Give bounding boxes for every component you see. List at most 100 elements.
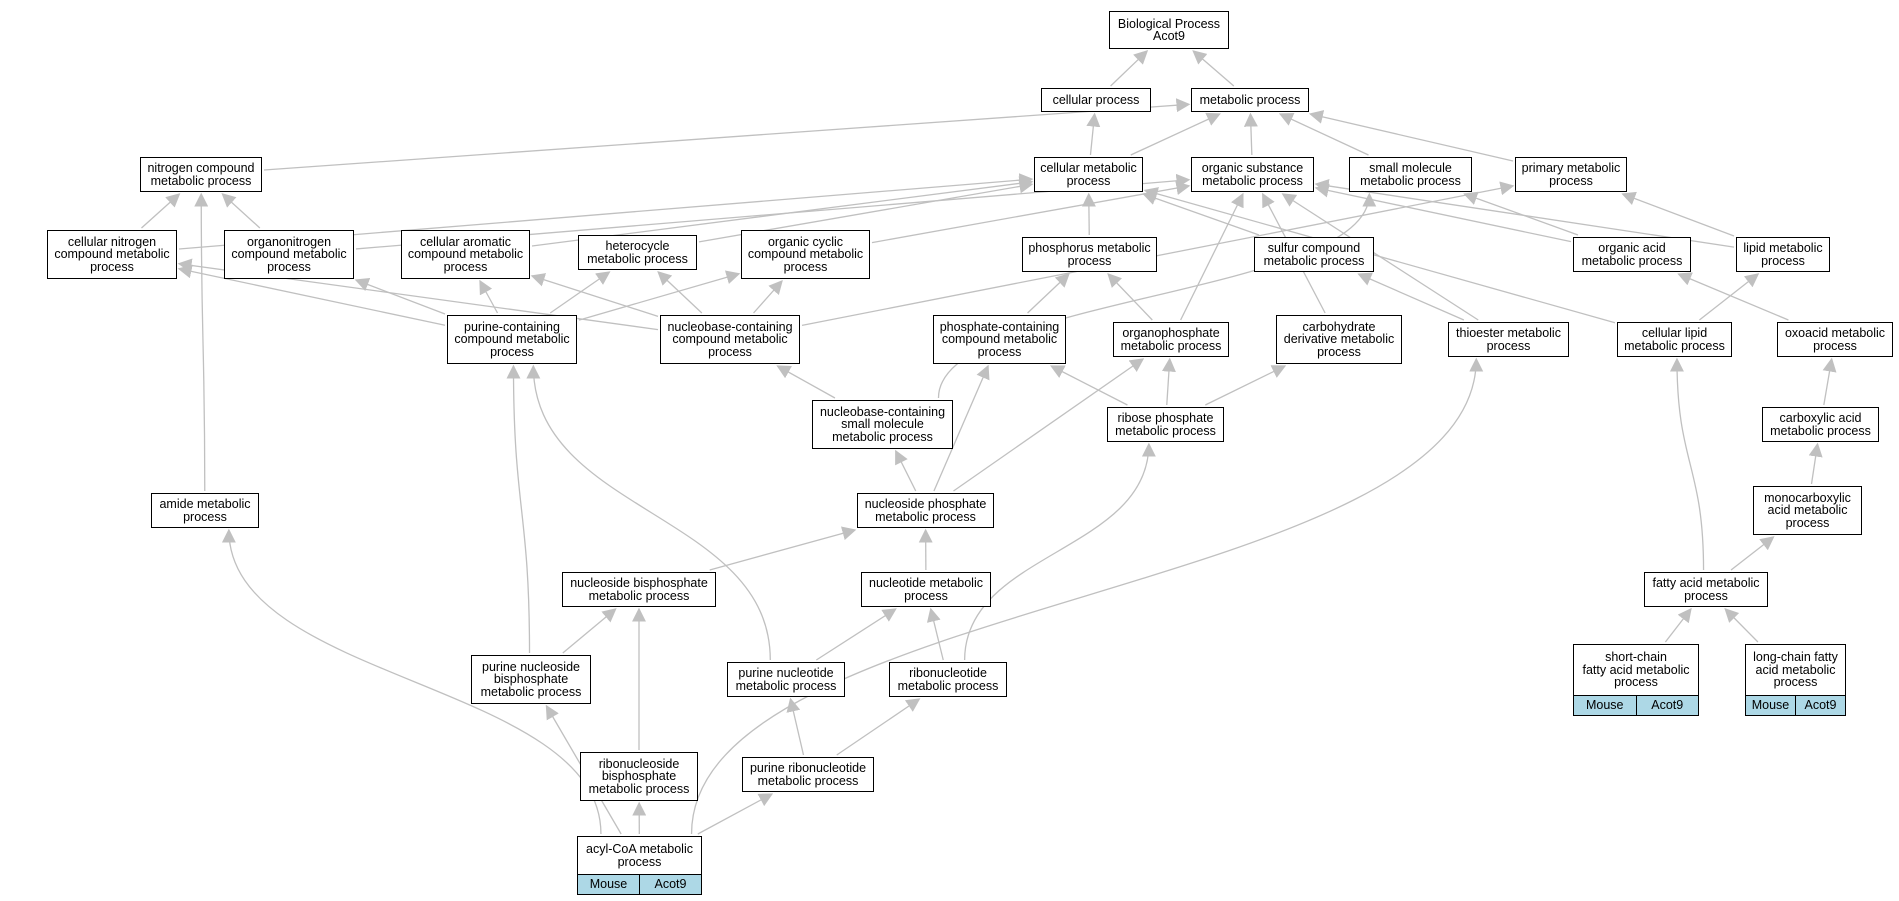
node-sulfur[interactable]: sulfur compound metabolic process xyxy=(1254,237,1374,272)
node-primary-metabolic[interactable]: primary metabolic process xyxy=(1515,157,1627,192)
edge-ribose-phosphate-to-phosphate-containing xyxy=(1050,365,1128,406)
node-carbohydrate-deriv[interactable]: carbohydrate derivative metabolic proces… xyxy=(1276,315,1402,364)
edge-short-chain-to-fatty-acid xyxy=(1664,607,1692,643)
edge-organic-cyclic-to-organic-substance xyxy=(871,181,1191,244)
node-organic-cyclic[interactable]: organic cyclic compound metabolic proces… xyxy=(741,230,870,279)
node-label: fatty acid metabolic process xyxy=(1652,576,1760,603)
node-label: monocarboxylic acid metabolic process xyxy=(1764,490,1851,530)
annotation-species: Mouse xyxy=(1585,698,1624,713)
node-label: thioester metabolic process xyxy=(1456,326,1561,353)
node-nucleoside-bisphosphate[interactable]: nucleoside bisphosphate metabolic proces… xyxy=(562,572,716,607)
node-nitrogen-compound[interactable]: nitrogen compound metabolic process xyxy=(140,157,262,192)
node-cellular-nitrogen[interactable]: cellular nitrogen compound metabolic pro… xyxy=(47,230,177,279)
node-label: organic cyclic compound metabolic proces… xyxy=(747,234,864,274)
node-label: ribonucleotide metabolic process xyxy=(897,666,999,693)
edge-ribonucleotide-to-ribose-phosphate xyxy=(963,442,1156,661)
node-cellular-aromatic[interactable]: cellular aromatic compound metabolic pro… xyxy=(401,230,530,279)
node-label: heterocycle metabolic process xyxy=(587,239,688,266)
node-amide[interactable]: amide metabolic process xyxy=(151,493,259,528)
annotation-species: Mouse xyxy=(1751,698,1790,713)
node-label: cellular nitrogen compound metabolic pro… xyxy=(54,234,170,274)
node-label: long-chain fatty acid metabolic process xyxy=(1753,650,1838,690)
node-bp[interactable]: Biological Process Acot9 xyxy=(1109,11,1229,49)
edge-cellular-nitrogen-to-nitrogen-compound xyxy=(141,193,181,229)
node-phosphate-containing[interactable]: phosphate-containing compound metabolic … xyxy=(933,315,1066,364)
node-organic-acid[interactable]: organic acid metabolic process xyxy=(1573,237,1691,272)
node-purine-nucleotide[interactable]: purine nucleotide metabolic process xyxy=(727,662,845,697)
node-ribonucleoside-bis[interactable]: ribonucleoside bisphosphate metabolic pr… xyxy=(580,752,698,801)
node-organonitrogen[interactable]: organonitrogen compound metabolic proces… xyxy=(224,230,354,279)
node-carboxylic-acid[interactable]: carboxylic acid metabolic process xyxy=(1762,407,1879,442)
edge-long-chain-to-fatty-acid xyxy=(1724,608,1759,643)
node-short-chain[interactable]: short-chain fatty acid metabolic process… xyxy=(1573,644,1699,716)
node-nucleobase-containing[interactable]: nucleobase-containing compound metabolic… xyxy=(660,315,800,364)
node-cellular-lipid[interactable]: cellular lipid metabolic process xyxy=(1617,322,1732,357)
edge-cellular-lipid-to-lipid xyxy=(1698,273,1760,321)
node-purine-nucleoside-bis[interactable]: purine nucleoside bisphosphate metabolic… xyxy=(471,655,591,704)
node-label: organic acid metabolic process xyxy=(1581,241,1683,268)
node-organophosphate[interactable]: organophosphate metabolic process xyxy=(1113,322,1229,357)
node-label: purine-containing compound metabolic pro… xyxy=(454,319,570,359)
node-label: acyl-CoA metabolic process xyxy=(586,842,693,869)
node-thioester[interactable]: thioester metabolic process xyxy=(1448,322,1569,357)
edge-ribonucleotide-to-nucleotide xyxy=(926,607,944,661)
node-label: nucleoside bisphosphate metabolic proces… xyxy=(570,576,708,603)
node-label: oxoacid metabolic process xyxy=(1784,326,1886,353)
edge-lipid-to-primary-metabolic xyxy=(1621,191,1735,237)
node-oxoacid[interactable]: oxoacid metabolic process xyxy=(1777,322,1893,357)
edge-nucleoside-bisphosphate-to-nucleoside-phosphate xyxy=(709,526,857,571)
node-label: purine ribonucleotide metabolic process xyxy=(749,761,867,788)
node-label: ribonucleoside bisphosphate metabolic pr… xyxy=(588,756,690,796)
node-nucleoside-phosphate[interactable]: nucleoside phosphate metabolic process xyxy=(857,493,994,528)
edge-organic-substance-to-metabolic-process xyxy=(1243,112,1258,156)
node-ribonucleotide[interactable]: ribonucleotide metabolic process xyxy=(889,662,1007,697)
node-nucleotide[interactable]: nucleotide metabolic process xyxy=(861,572,991,607)
edge-phosphate-containing-to-phosphorus xyxy=(1027,273,1070,314)
node-label: nitrogen compound metabolic process xyxy=(147,161,255,188)
node-purine-containing[interactable]: purine-containing compound metabolic pro… xyxy=(447,315,577,364)
node-cellular-process[interactable]: cellular process xyxy=(1041,88,1151,112)
edge-organonitrogen-to-nitrogen-compound xyxy=(221,193,261,229)
node-nucleobase-small[interactable]: nucleobase-containing small molecule met… xyxy=(812,400,953,449)
edge-nucleobase-containing-to-primary-metabolic xyxy=(801,181,1515,327)
node-label: nucleotide metabolic process xyxy=(869,576,983,603)
node-label: nucleobase-containing small molecule met… xyxy=(819,404,946,444)
node-label: metabolic process xyxy=(1199,92,1301,107)
node-purine-ribonucleotide[interactable]: purine ribonucleotide metabolic process xyxy=(742,757,874,792)
node-lipid[interactable]: lipid metabolic process xyxy=(1736,237,1830,272)
node-monocarboxylic[interactable]: monocarboxylic acid metabolic process xyxy=(1753,486,1862,535)
edge-purine-nucleotide-to-nucleotide xyxy=(815,608,897,661)
edge-purine-ribonucleotide-to-ribonucleotide xyxy=(836,698,921,756)
node-label: organophosphate metabolic process xyxy=(1120,326,1222,353)
node-label: cellular aromatic compound metabolic pro… xyxy=(407,234,524,274)
node-ribose-phosphate[interactable]: ribose phosphate metabolic process xyxy=(1107,407,1224,442)
node-small-molecule[interactable]: small molecule metabolic process xyxy=(1349,157,1472,192)
edge-acyl-coa-to-thioester xyxy=(690,357,1484,835)
node-label: nucleobase-containing compound metabolic… xyxy=(667,319,793,359)
edge-purine-containing-to-organonitrogen xyxy=(354,277,446,315)
node-label: cellular process xyxy=(1052,92,1140,107)
edge-phosphorus-to-cellular-metabolic xyxy=(1081,192,1096,236)
node-label: purine nucleoside bisphosphate metabolic… xyxy=(480,659,582,699)
edge-sulfur-to-cellular-metabolic xyxy=(1142,191,1260,236)
node-label: phosphate-containing compound metabolic … xyxy=(939,319,1060,359)
node-label: purine nucleotide metabolic process xyxy=(735,666,837,693)
edge-cellular-lipid-to-cellular-metabolic xyxy=(1143,187,1616,324)
edge-lipid-to-organic-substance xyxy=(1314,179,1735,248)
node-organic-substance[interactable]: organic substance metabolic process xyxy=(1191,157,1314,192)
node-label: organic substance metabolic process xyxy=(1201,161,1304,188)
node-fatty-acid[interactable]: fatty acid metabolic process xyxy=(1644,572,1768,607)
node-metabolic-process[interactable]: metabolic process xyxy=(1191,88,1309,112)
edge-oxoacid-to-organic-acid xyxy=(1677,272,1789,321)
edge-nucleoside-phosphate-to-organophosphate xyxy=(953,358,1145,492)
node-phosphorus[interactable]: phosphorus metabolic process xyxy=(1022,237,1157,272)
node-heterocycle[interactable]: heterocycle metabolic process xyxy=(578,235,697,270)
node-cellular-metabolic[interactable]: cellular metabolic process xyxy=(1034,157,1143,192)
edge-purine-nucleoside-bis-to-purine-containing xyxy=(506,364,531,654)
edge-cellular-metabolic-to-metabolic-process xyxy=(1130,112,1221,156)
